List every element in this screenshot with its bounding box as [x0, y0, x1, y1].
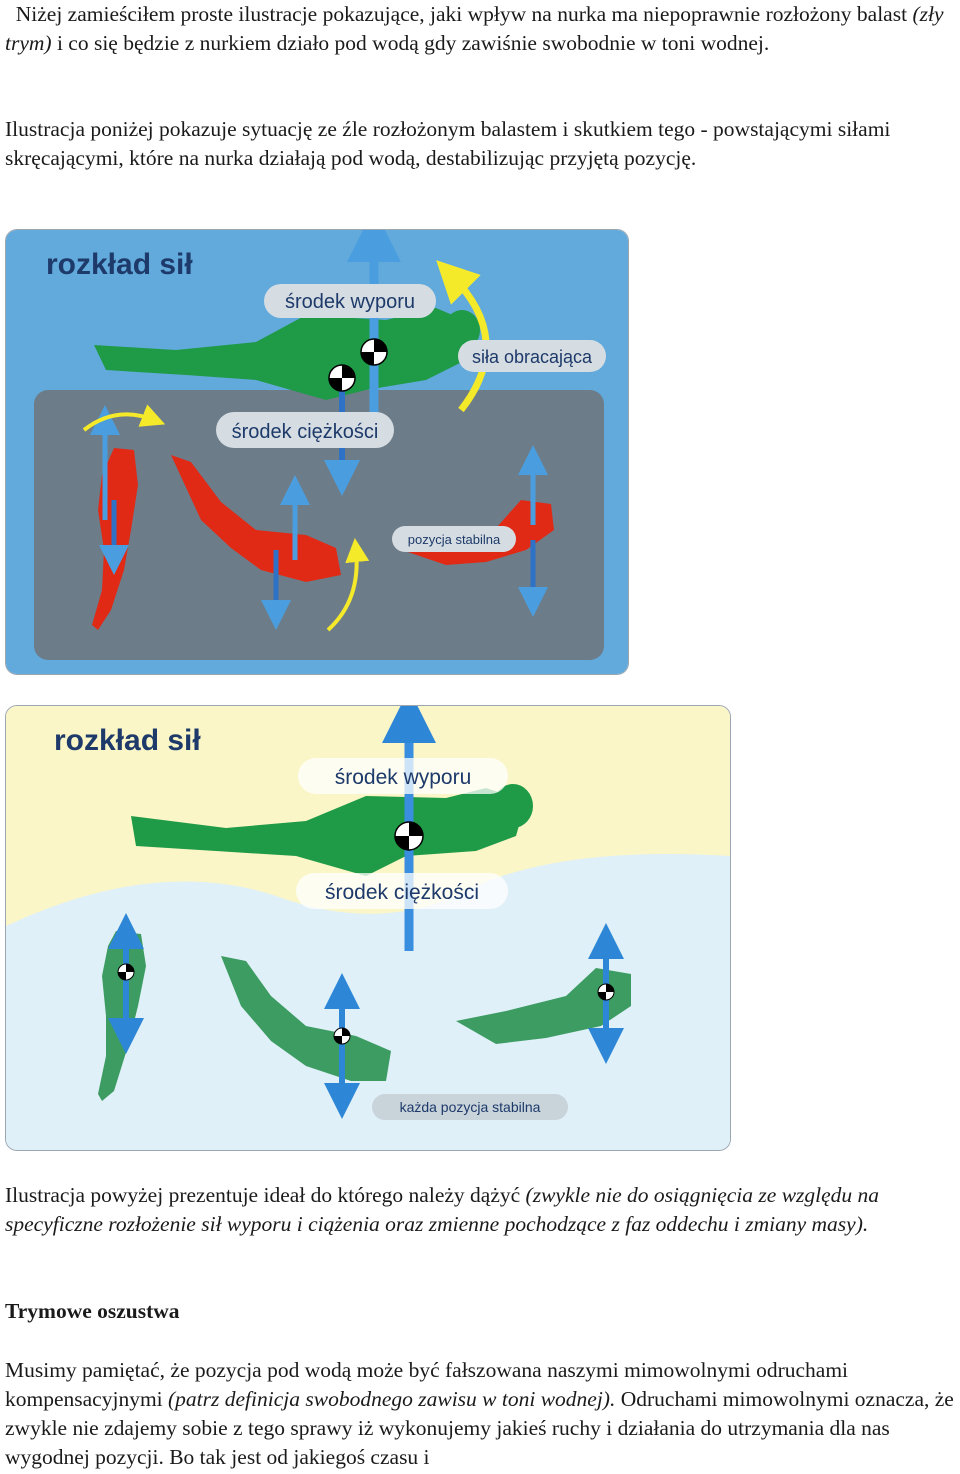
- fourth-paragraph: Musimy pamiętać, że pozycja pod wodą moż…: [5, 1356, 957, 1472]
- red-diver-diagonal: [171, 455, 341, 582]
- figure-good-trim: rozkład sił środek wyporu środek ciężkoś…: [5, 705, 731, 1151]
- buoyancy-label-pill: [264, 284, 436, 318]
- buoyancy-center-marker: [360, 338, 388, 366]
- fourth-emphasis: (patrz definicja swobodnego zawisu w ton…: [168, 1387, 616, 1411]
- third-emphasis: (zwykle nie do osiągnięcia ze względu na…: [5, 1183, 880, 1236]
- intro-emphasis: (zły trym): [5, 2, 944, 55]
- center-marker: [394, 821, 424, 851]
- rotation-label-pill: [458, 340, 606, 372]
- top-diver: [94, 308, 480, 400]
- stable-label: każda pozycja stabilna: [400, 1099, 541, 1115]
- small-center-marker: [597, 983, 615, 1001]
- gravity-label-pill: [296, 873, 508, 909]
- small-center-marker: [117, 963, 135, 981]
- intro-text: Niżej zamieściłem proste ilustracje poka…: [15, 2, 913, 26]
- intro-text-end: i co się będzie z nurkiem działo pod wod…: [51, 31, 770, 55]
- gravity-center-marker: [328, 364, 356, 392]
- intro-paragraph: Niżej zamieściłem proste ilustracje poka…: [5, 0, 957, 58]
- second-paragraph: Ilustracja poniżej pokazuje sytuację ze …: [5, 117, 891, 170]
- stable-label-pill: [392, 526, 516, 552]
- fourth-text-end: Odruchami mimowolnymi oznacza, że zwykle…: [5, 1387, 954, 1469]
- buoyancy-label: środek wyporu: [335, 766, 472, 789]
- third-text: Ilustracja powyżej prezentuje ideał do k…: [5, 1183, 526, 1207]
- small-center-marker: [333, 1027, 351, 1045]
- gravity-label-pill: [216, 412, 394, 448]
- stable-label: pozycja stabilna: [408, 532, 501, 547]
- gravity-label: środek ciężkości: [232, 421, 379, 443]
- stable-label-pill: [372, 1094, 568, 1120]
- top-diver: [131, 784, 533, 876]
- figure-bad-trim: rozkład sił środek wyporu siła obracając…: [5, 229, 629, 675]
- diver-right: [456, 968, 631, 1044]
- fourth-text: Musimy pamiętać, że pozycja pod wodą moż…: [5, 1358, 849, 1411]
- third-paragraph: Ilustracja powyżej prezentuje ideał do k…: [5, 1181, 957, 1239]
- rotation-curve-small: [326, 538, 370, 632]
- buoyancy-label: środek wyporu: [285, 291, 415, 313]
- gravity-label: środek ciężkości: [325, 881, 479, 904]
- rotation-label: siła obracająca: [472, 347, 593, 367]
- figure2-title: rozkład sił: [54, 724, 201, 757]
- figure1-title: rozkład sił: [46, 248, 193, 281]
- section-heading: Trymowe oszustwa: [5, 1299, 180, 1323]
- diver-diagonal: [221, 956, 391, 1081]
- rotation-curve-small: [82, 404, 166, 432]
- buoyancy-label-pill: [298, 758, 508, 794]
